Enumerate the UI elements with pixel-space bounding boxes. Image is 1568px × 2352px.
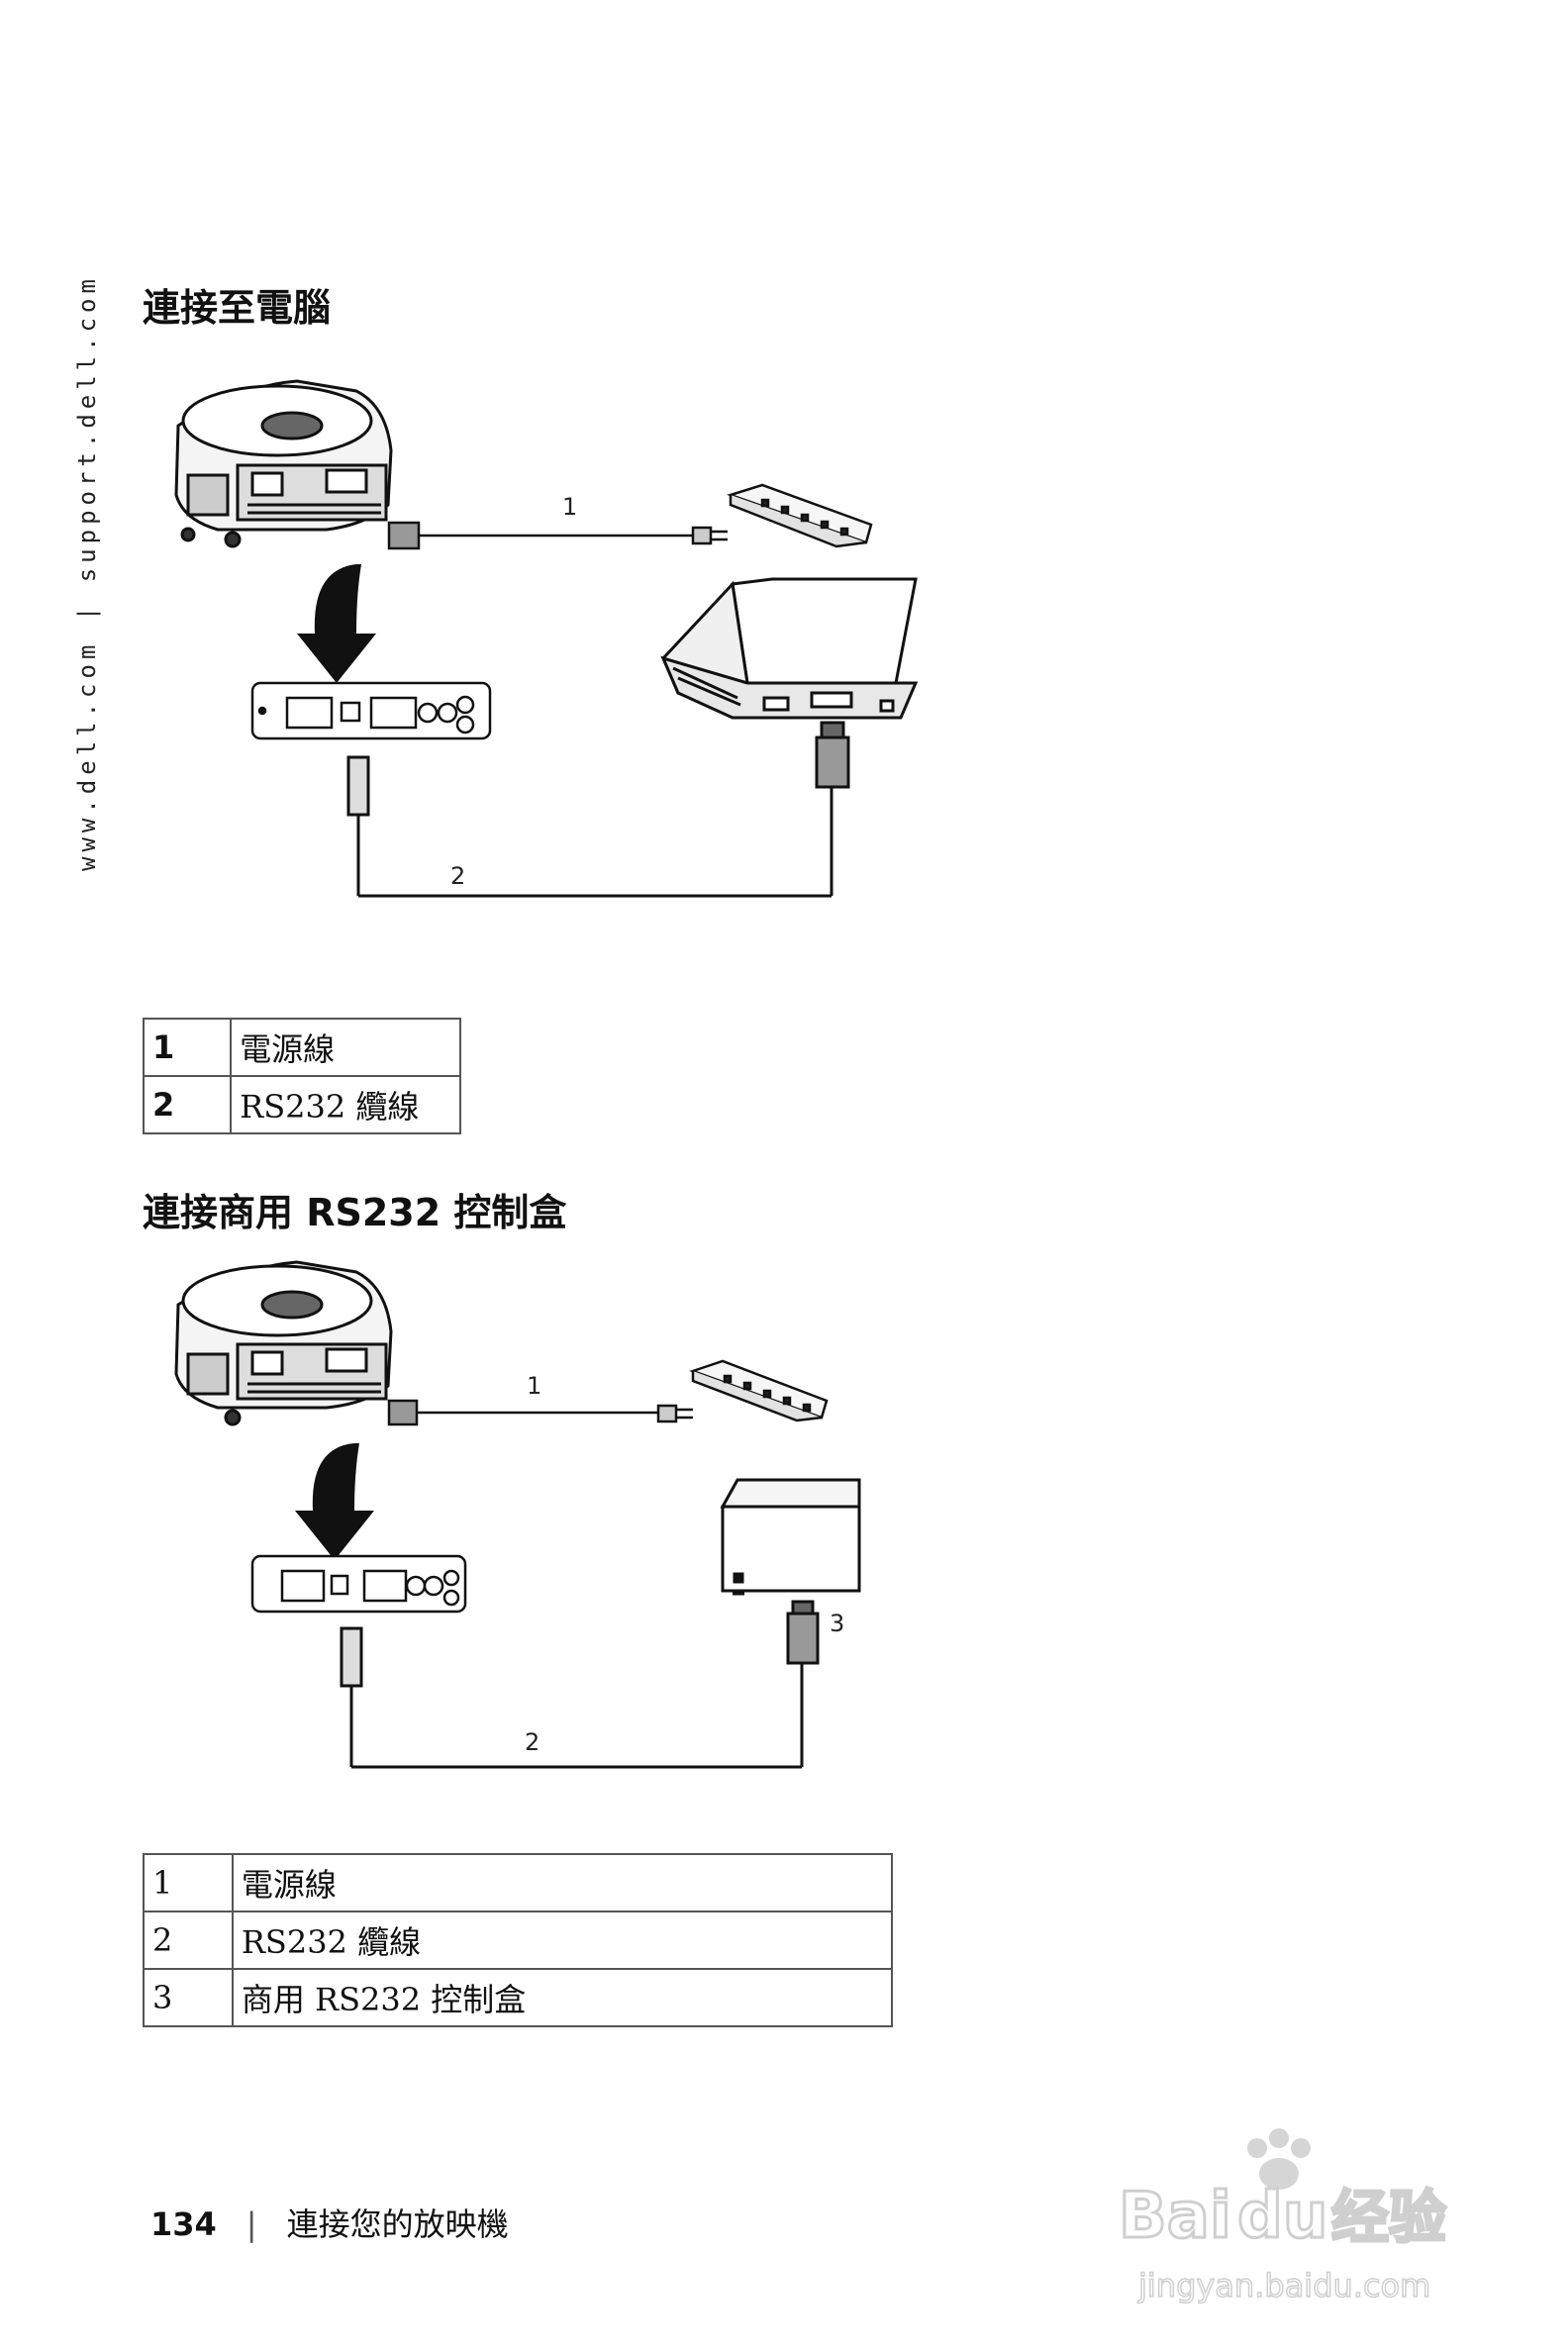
table-row: 1 電源線 [142, 1018, 461, 1077]
table-row: 2 RS232 纜線 [142, 1075, 461, 1134]
laptop-illustration [660, 577, 919, 720]
watermark-url: jingyan.baidu.com [1137, 2267, 1430, 2304]
baidu-watermark-logo: Bai du 经验 jingyan.baidu.com [1118, 2128, 1448, 2305]
table-row: 1 電源線 [143, 1853, 894, 1912]
callout-1: 1 [527, 1372, 541, 1400]
power-strip [727, 483, 873, 548]
arrow-down [295, 1443, 374, 1560]
footer-separator: | [245, 2205, 257, 2243]
diagram-connect-computer: 1 2 [174, 379, 919, 898]
power-strip [689, 1359, 829, 1422]
arrow-down [297, 564, 376, 683]
legend-number: 1 [143, 1853, 234, 1912]
legend-text: 電源線 [230, 1018, 461, 1077]
callout-2: 2 [525, 1728, 539, 1756]
diagram-connect-control-box: 1 2 3 [174, 1260, 861, 1769]
legend-text: RS232 纜線 [230, 1075, 461, 1134]
legend-table-computer: 1 電源線 2 RS232 纜線 [142, 1018, 461, 1134]
chapter-title: 連接您的放映機 [286, 2205, 509, 2243]
rs232-cable [346, 721, 850, 898]
section-title-computer: 連接至電腦 [143, 286, 332, 330]
callout-1: 1 [562, 493, 577, 521]
callout-2: 2 [450, 862, 465, 890]
watermark-suffix: 经验 [1331, 2184, 1446, 2251]
power-cable [387, 521, 728, 550]
section-title-control-box: 連接商用 RS232 控制盒 [143, 1191, 567, 1234]
legend-table-control-box: 1 電源線 2 RS232 纜線 3 商用 RS232 控制盒 [143, 1853, 894, 2027]
rs232-cable [340, 1600, 820, 1769]
legend-number: 3 [143, 1968, 234, 2027]
watermark-brand2: du [1237, 2180, 1327, 2253]
callout-3: 3 [830, 1610, 844, 1637]
page-number: 134 [150, 2205, 217, 2243]
table-row: 3 商用 RS232 控制盒 [143, 1968, 894, 2027]
projector-illustration [174, 379, 393, 548]
table-row: 2 RS232 纜線 [143, 1911, 894, 1970]
connector-panel [250, 1554, 467, 1614]
legend-number: 1 [142, 1018, 233, 1077]
legend-text: 電源線 [231, 1853, 894, 1912]
watermark-brand: Bai [1119, 2180, 1231, 2253]
legend-text: RS232 纜線 [231, 1911, 894, 1970]
page-footer: 134 | 連接您的放映機 [150, 2200, 509, 2245]
connector-panel [250, 681, 492, 740]
legend-number: 2 [143, 1911, 234, 1970]
legend-number: 2 [142, 1075, 233, 1134]
projector-illustration [174, 1260, 393, 1426]
paw-icon [1247, 2128, 1311, 2190]
control-box-illustration [720, 1478, 861, 1596]
power-cable [387, 1399, 693, 1426]
legend-text: 商用 RS232 控制盒 [231, 1968, 894, 2027]
